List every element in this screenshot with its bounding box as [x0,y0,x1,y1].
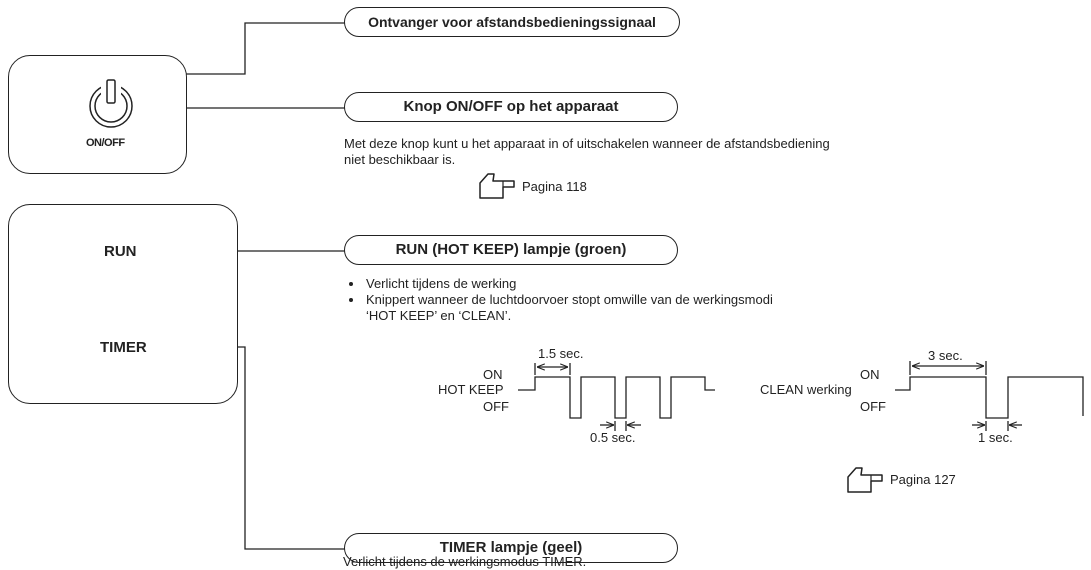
receiver-title: Ontvanger voor afstandsbedieningssignaal [344,7,680,37]
clean-waveform [895,376,1084,419]
unit-panel-bottom [8,204,238,404]
hotkeep-waveform [518,376,715,419]
hotkeep-on-label: ON [483,367,503,382]
timer-panel-label: TIMER [100,339,147,356]
hotkeep-off-label: OFF [483,399,509,414]
run-bullets: Verlicht tijdens de werking Knippert wan… [346,276,773,324]
onoff-description-line2: niet beschikbaar is. [344,152,456,167]
onoff-title: Knop ON/OFF op het apparaat [344,92,678,122]
run-bullet-2: Knippert wanneer de luchtdoorvoer stopt … [364,292,773,324]
onoff-page-ref[interactable]: Pagina 118 [522,179,587,194]
clean-label: CLEAN werking [760,382,852,397]
run-bullet-1: Verlicht tijdens de werking [364,276,773,292]
clean-off-time: 1 sec. [978,430,1013,445]
clean-on-label: ON [860,367,880,382]
run-page-ref[interactable]: Pagina 127 [890,472,956,487]
run-panel-label: RUN [104,243,137,260]
onoff-button-label: ON/OFF [86,137,125,149]
onoff-description-line1: Met deze knop kunt u het apparaat in of … [344,136,830,151]
run-bullet-2-line1: Knippert wanneer de luchtdoorvoer stopt … [366,292,773,307]
unit-panel-top [8,55,187,174]
run-title: RUN (HOT KEEP) lampje (groen) [344,235,678,265]
timer-title: TIMER lampje (geel) [344,533,678,563]
receiver-connector [168,22,345,75]
clean-off-label: OFF [860,399,886,414]
hotkeep-label: HOT KEEP [438,382,504,397]
clean-on-time: 3 sec. [928,348,963,363]
run-bullet-2-line2: ‘HOT KEEP’ en ‘CLEAN’. [366,308,512,323]
timer-description: Verlicht tijdens de werkingsmodus TIMER. [343,554,587,569]
hotkeep-on-time: 1.5 sec. [538,346,584,361]
hotkeep-off-time: 0.5 sec. [590,430,636,445]
